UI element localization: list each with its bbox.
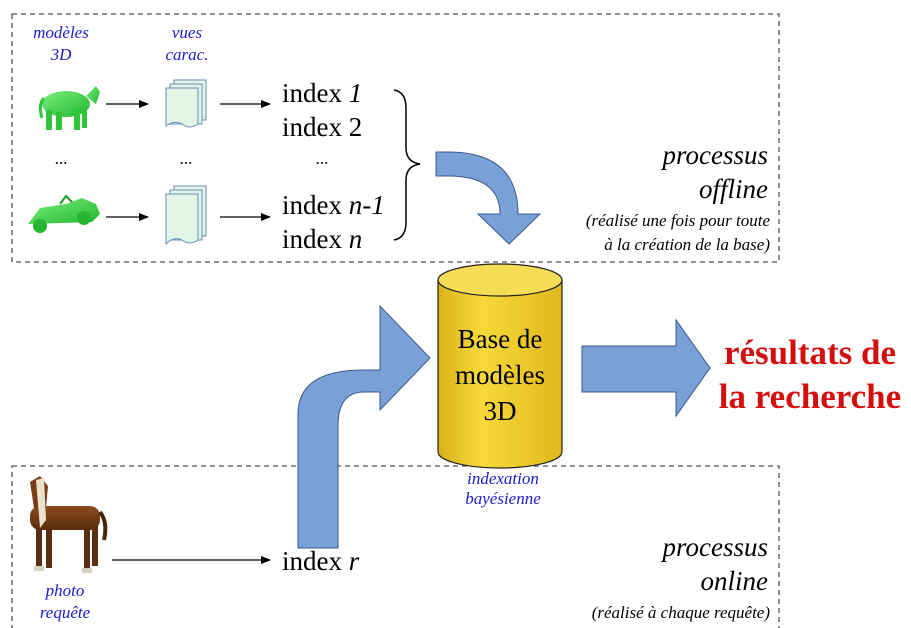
database-to-results-arrow — [581, 318, 711, 418]
online-process-title-line2: online — [701, 566, 769, 596]
online-process-note: (réalisé à chaque requête) — [592, 603, 771, 622]
offline-process-title-line1: processus — [661, 140, 769, 170]
ellipsis-index: ... — [316, 149, 329, 168]
database-cylinder — [437, 263, 563, 469]
online-to-database-arrow — [297, 304, 431, 549]
offline-process-box — [11, 13, 780, 263]
database-label-line2: modèles — [455, 360, 545, 390]
index-1-label: index 1 — [282, 78, 362, 108]
car-model-icon — [28, 194, 100, 233]
offline-to-database-arrow — [435, 151, 542, 245]
cow-model-icon — [38, 86, 100, 130]
offline-process-title-line2: offline — [699, 174, 768, 204]
index-r-label: index r — [282, 546, 360, 576]
models-label-line1: modèles — [33, 23, 89, 42]
ellipsis-models: ... — [55, 149, 68, 168]
index-n-label: index n — [282, 224, 362, 254]
online-process-title-line1: processus — [661, 532, 769, 562]
photo-label-line1: photo — [45, 581, 85, 600]
index-brace — [393, 89, 421, 241]
results-label-line1: résultats de — [724, 333, 896, 372]
index-2-label: index 2 — [282, 112, 362, 142]
models-label-line2: 3D — [50, 45, 73, 64]
views-document-stack-2 — [165, 185, 207, 246]
photo-label-line2: requête — [40, 603, 91, 622]
offline-process-note-line1: (réalisé une fois pour toute — [586, 211, 771, 230]
views-document-stack-1 — [165, 79, 207, 128]
database-label-line3: 3D — [484, 396, 517, 426]
results-label-line2: la recherche — [719, 377, 901, 416]
database-caption-line1: indexation — [467, 469, 539, 488]
index-n-1-label: index n-1 — [282, 190, 385, 220]
offline-process-note-line2: à la création de la base) — [604, 235, 770, 254]
views-label-line1: vues — [172, 23, 203, 42]
ellipsis-views: ... — [180, 149, 193, 168]
database-label-line1: Base de — [458, 324, 543, 354]
database-caption-line2: bayésienne — [465, 489, 541, 508]
views-label-line2: carac. — [166, 45, 209, 64]
horse-photo-icon — [30, 476, 108, 573]
